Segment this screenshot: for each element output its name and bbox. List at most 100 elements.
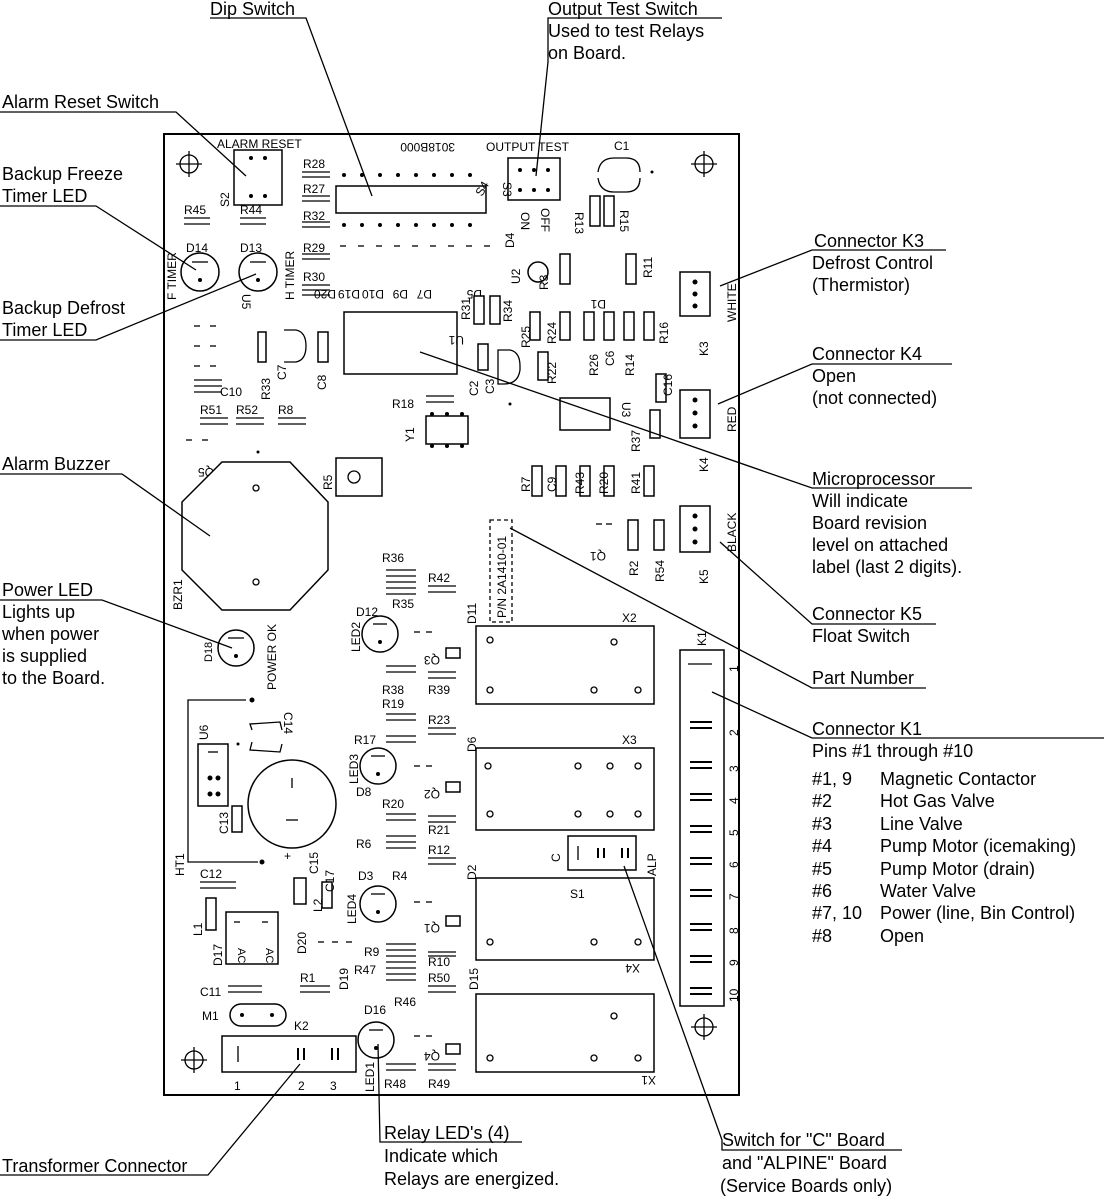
k1-pin: #7, 10	[812, 903, 862, 923]
svg-text:R48: R48	[384, 1077, 406, 1091]
svg-text:C16: C16	[661, 374, 675, 396]
svg-text:3: 3	[727, 765, 741, 772]
k1-pin: #8	[812, 926, 832, 946]
svg-text:C1: C1	[614, 139, 630, 153]
label-k3: K3	[697, 341, 711, 356]
callout-output-test-switch: Output Test Switch	[548, 0, 698, 19]
callout-k5-desc: Float Switch	[812, 626, 910, 646]
svg-text:D7: D7	[416, 287, 432, 301]
svg-text:R8: R8	[278, 403, 294, 417]
resistor-row-r7	[531, 465, 655, 497]
svg-text:C2: C2	[467, 380, 481, 396]
svg-text:R47: R47	[354, 963, 376, 977]
callout-backup-defrost: Timer LED	[2, 320, 87, 340]
svg-text:U5: U5	[239, 294, 253, 310]
callout-micro-desc: Board revision	[812, 513, 927, 533]
svg-text:C8: C8	[315, 374, 329, 390]
svg-text:R46: R46	[394, 995, 416, 1009]
svg-text:Q4: Q4	[424, 1049, 440, 1063]
transformer-connector-k2	[221, 1035, 357, 1073]
resistor-row-middle	[473, 295, 655, 341]
svg-text:U2: U2	[509, 268, 523, 284]
relay-x3	[475, 747, 655, 831]
label-r27: R27	[303, 182, 325, 196]
svg-text:5: 5	[727, 829, 741, 836]
svg-text:M1: M1	[202, 1009, 219, 1023]
callout-power-led-desc: is supplied	[2, 646, 87, 666]
svg-text:R6: R6	[356, 837, 372, 851]
svg-text:R44: R44	[240, 203, 262, 217]
svg-text:D12: D12	[356, 605, 378, 619]
relay-led-3	[359, 747, 397, 785]
dip-switch	[335, 185, 487, 214]
svg-text:D1: D1	[590, 297, 606, 311]
svg-text:D19: D19	[337, 968, 351, 990]
svg-text:C13: C13	[217, 812, 231, 834]
label-r32: R32	[303, 209, 325, 223]
svg-text:R36: R36	[382, 551, 404, 565]
output-test-switch	[507, 157, 561, 201]
svg-text:R23: R23	[428, 713, 450, 727]
svg-text:R13: R13	[572, 212, 586, 234]
svg-text:D6: D6	[465, 736, 479, 752]
svg-text:2: 2	[298, 1079, 305, 1093]
label-off: OFF	[538, 208, 552, 232]
svg-text:R11: R11	[641, 257, 655, 278]
k1-pin-desc: Pump Motor (icemaking)	[880, 836, 1076, 856]
svg-text:Q3: Q3	[424, 653, 440, 667]
callout-alarm-buzzer: Alarm Buzzer	[2, 454, 110, 474]
svg-text:R5: R5	[321, 474, 335, 490]
svg-text:R37: R37	[629, 430, 643, 452]
callout-k4-desc: Open	[812, 366, 856, 386]
callout-k1-desc: Pins #1 through #10	[812, 741, 973, 761]
c-alpine-switch	[567, 835, 637, 871]
callout-switch-c: and "ALPINE" Board	[722, 1153, 887, 1173]
label-h-timer: H TIMER	[283, 251, 297, 300]
callout-relay-desc: Relays are energized.	[384, 1169, 559, 1189]
relay-x4	[475, 877, 655, 961]
mounting-hole-icon	[181, 1047, 207, 1073]
svg-text:D9: D9	[392, 287, 408, 301]
callout-dip-switch: Dip Switch	[210, 0, 295, 19]
svg-text:L1: L1	[191, 922, 205, 936]
label-k4: K4	[697, 457, 711, 472]
svg-text:R10: R10	[428, 955, 450, 969]
power-led	[217, 629, 255, 667]
svg-text:R49: R49	[428, 1077, 450, 1091]
svg-text:R21: R21	[428, 823, 450, 837]
svg-text:R25: R25	[519, 326, 533, 348]
svg-text:X2: X2	[622, 611, 637, 625]
svg-text:X1: X1	[641, 1073, 656, 1087]
relay-led-1	[357, 1021, 395, 1059]
k1-pin-desc: Water Valve	[880, 881, 976, 901]
callout-power-led-desc: when power	[1, 624, 99, 644]
k1-pin: #4	[812, 836, 832, 856]
callout-connector-k3: Connector K3	[814, 231, 924, 251]
callout-connector-k4: Connector K4	[812, 344, 922, 364]
svg-text:C9: C9	[545, 476, 559, 492]
callout-power-led-desc: to the Board.	[2, 668, 105, 688]
svg-text:4: 4	[727, 797, 741, 804]
left-component-cluster	[194, 325, 329, 393]
svg-text:C17: C17	[323, 870, 337, 892]
svg-text:R50: R50	[428, 971, 450, 985]
svg-text:C11: C11	[200, 985, 221, 999]
svg-text:9: 9	[727, 959, 741, 966]
label-white: WHITE	[725, 283, 739, 322]
svg-text:C6: C6	[603, 350, 617, 366]
svg-text:R22: R22	[545, 362, 559, 384]
k1-pin: #3	[812, 814, 832, 834]
svg-text:1: 1	[727, 665, 741, 672]
label-bzr1: BZR1	[171, 579, 185, 610]
k1-pin-desc: Power (line, Bin Control)	[880, 903, 1075, 923]
k1-pin-desc: Line Valve	[880, 814, 963, 834]
label-red: RED	[725, 406, 739, 432]
resistor-stack-r36	[386, 569, 416, 595]
k1-pin: #5	[812, 859, 832, 879]
svg-text:R19: R19	[382, 697, 404, 711]
svg-text:C14: C14	[281, 712, 295, 734]
svg-text:K2: K2	[294, 1019, 309, 1033]
connector-k5	[679, 505, 711, 553]
k1-pin-numbers: 1 2 3 4 5 6 7 8 9 10	[727, 665, 741, 1002]
